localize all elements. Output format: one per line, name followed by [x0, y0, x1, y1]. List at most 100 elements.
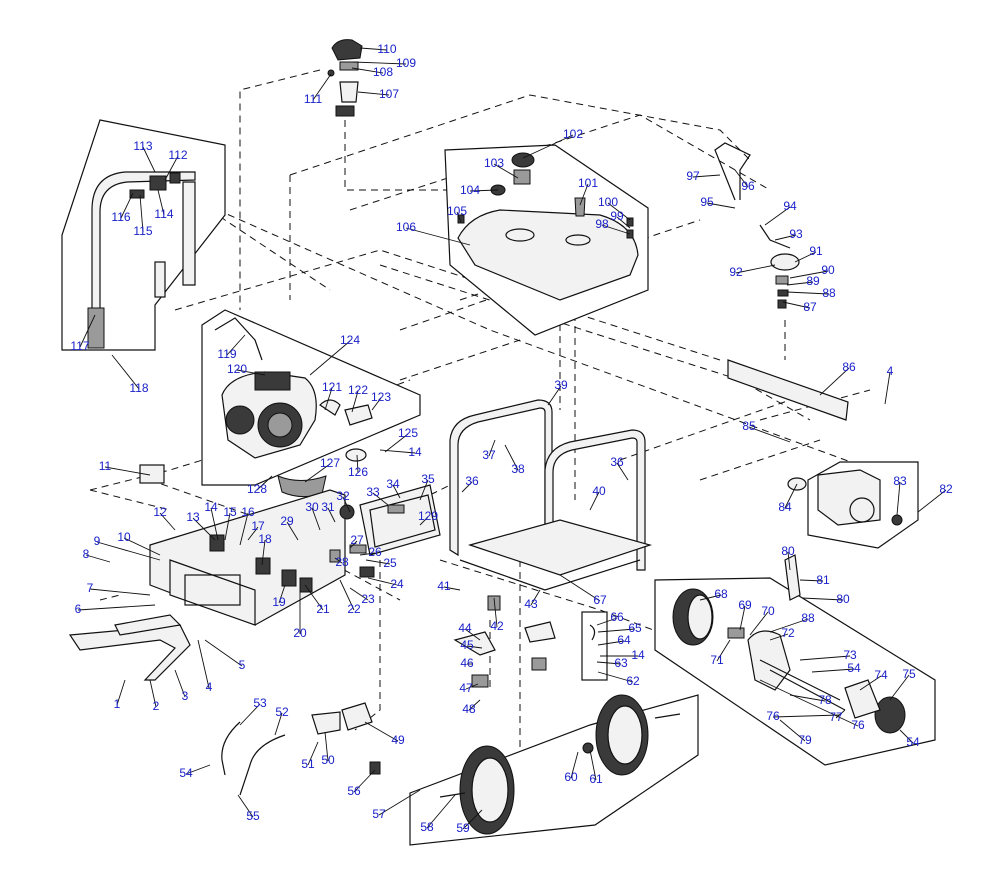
leader-52: [274, 712, 283, 736]
callout-121: 121: [322, 380, 342, 394]
leader-54c: [811, 668, 855, 673]
leader-122: [351, 390, 359, 413]
leader-119: [226, 334, 246, 356]
callout-26: 26: [368, 545, 382, 559]
callout-48: 48: [462, 702, 476, 716]
leader-105: [456, 211, 462, 223]
leader-15: [224, 512, 231, 541]
callout-29: 29: [280, 514, 294, 528]
leader-45: [466, 645, 483, 649]
leader-74: [859, 675, 882, 691]
callout-119: 119: [217, 347, 236, 361]
callout-46: 46: [460, 656, 474, 670]
leader-112: [164, 155, 179, 181]
leader-4: [197, 639, 210, 689]
leader-34: [392, 484, 401, 499]
leader-65: [597, 628, 636, 633]
leader-53: [239, 703, 261, 726]
callout-92: 92: [729, 265, 743, 279]
callout-20: 20: [293, 626, 307, 640]
leader-103: [493, 163, 519, 179]
callout-89: 89: [806, 274, 820, 288]
callout-110: 110: [377, 42, 396, 56]
leader-106: [405, 227, 471, 246]
leader-27: [349, 540, 358, 549]
leader-70: [749, 611, 769, 636]
callout-95: 95: [700, 195, 714, 209]
leader-98: [601, 224, 631, 235]
callout-56: 56: [347, 784, 361, 798]
leader-17: [247, 526, 259, 541]
leader-7: [89, 588, 151, 596]
callout-93: 93: [789, 227, 803, 241]
leader-60: [570, 751, 579, 779]
callout-47: 47: [459, 681, 473, 695]
callout-14b: 14: [408, 445, 422, 459]
callout-105: 105: [447, 204, 467, 218]
callout-18: 18: [258, 532, 272, 546]
callout-34: 34: [386, 477, 400, 491]
leader-80: [801, 597, 844, 601]
callout-36: 36: [465, 474, 479, 488]
callout-112: 112: [168, 148, 187, 162]
leader-42: [493, 597, 498, 628]
callout-100: 100: [598, 195, 618, 209]
leader-129: [419, 516, 429, 526]
callout-86: 86: [842, 360, 856, 374]
leader-64: [597, 640, 625, 646]
callout-51: 51: [301, 757, 315, 771]
leader-82: [917, 489, 947, 513]
leader-66: [596, 617, 618, 626]
leader-38: [504, 444, 519, 471]
leader-125: [384, 433, 409, 453]
leader-102: [522, 134, 574, 159]
callout-41: 41: [437, 579, 451, 593]
bracket-81: [784, 554, 801, 601]
callout-24: 24: [390, 577, 404, 591]
callout-84: 84: [778, 500, 792, 514]
callout-39: 39: [554, 378, 568, 392]
leader-12: [159, 512, 176, 531]
callout-4: 4: [206, 680, 213, 694]
callout-58: 58: [420, 820, 434, 834]
callout-40: 40: [592, 484, 606, 498]
leader-118: [111, 354, 140, 390]
muffler-box: [787, 461, 919, 549]
callout-14c: 14: [631, 648, 645, 662]
callout-129: 129: [418, 509, 438, 523]
callout-52: 52: [275, 705, 289, 719]
leader-24: [367, 577, 398, 586]
callout-115: 115: [133, 224, 152, 238]
callout-116: 116: [111, 210, 130, 224]
callout-81: 81: [816, 573, 830, 587]
callout-90: 90: [821, 263, 835, 277]
callout-53: 53: [253, 696, 267, 710]
leader-41: [443, 586, 461, 591]
handle-detail-box: [61, 119, 226, 351]
callout-111: 111: [304, 92, 323, 106]
leader-5: [204, 639, 243, 667]
callout-59: 59: [456, 821, 470, 835]
callout-54c: 54: [847, 661, 861, 675]
leader-88: [786, 291, 830, 295]
leader-19: [278, 584, 286, 604]
callout-124: 124: [340, 333, 360, 347]
callout-125: 125: [398, 426, 418, 440]
leader-117: [79, 314, 96, 348]
leader-109: [351, 61, 407, 65]
leader-49: [364, 721, 399, 742]
leader-1: [116, 679, 126, 706]
leader-79: [779, 719, 806, 742]
frame-assembly: [449, 399, 653, 591]
leader-32: [342, 496, 351, 513]
callout-42: 42: [490, 619, 504, 633]
leader-75: [889, 674, 910, 701]
callout-30: 30: [305, 500, 319, 514]
leader-58: [426, 794, 456, 829]
leader-39: [547, 385, 562, 406]
leader-36: [461, 481, 473, 493]
callout-38: 38: [511, 462, 525, 476]
callout-17: 17: [251, 519, 265, 533]
